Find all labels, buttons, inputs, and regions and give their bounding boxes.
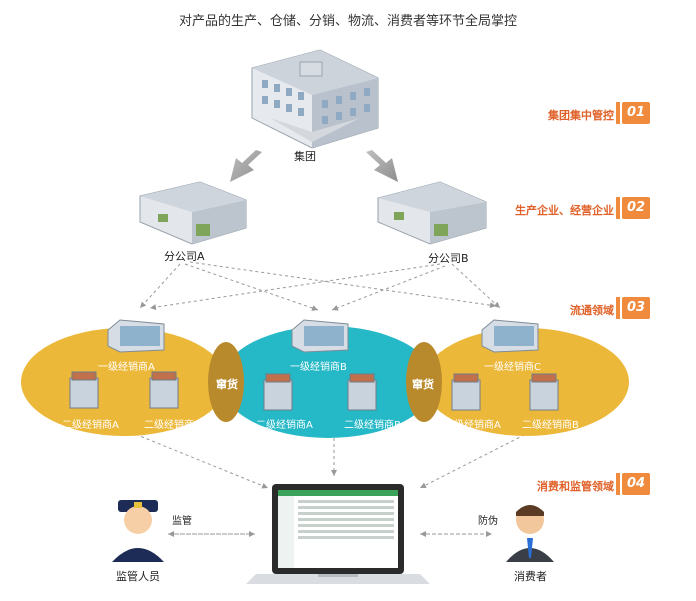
laptop-icon: [246, 484, 430, 584]
supervisor-label: 监管人员: [116, 570, 160, 583]
arrow-group-to-branch-a: [230, 150, 262, 182]
sub-dealer-b1-label: 二级经销商A: [256, 420, 313, 431]
overlap-right-shape: [406, 342, 442, 422]
branch-b-label: 分公司B: [428, 252, 469, 265]
stage-02-badge: 02: [616, 197, 650, 219]
overlap-right-label: 窜货: [412, 378, 434, 391]
sub-dealer-c1-icon: [451, 373, 481, 411]
sub-dealer-buildings: [69, 371, 559, 411]
stage-01-badge: 01: [616, 102, 650, 124]
dealer-c-label: 一级经销商C: [484, 362, 541, 373]
overlap-left-label: 窜货: [216, 378, 238, 391]
dealer-c-building-icon: [481, 319, 539, 353]
stage-02-label: 生产企业、经营企业: [515, 204, 614, 217]
stage-04-label: 消费和监管领域: [537, 480, 614, 493]
dealer-b-label: 一级经销商B: [290, 362, 347, 373]
dealer-a-region: [21, 328, 227, 436]
overlap-left-shape: [208, 342, 244, 422]
sub-dealer-b2-label: 二级经销商B: [344, 420, 401, 431]
stage-03-badge: 03: [616, 297, 650, 319]
sub-dealer-c2-icon: [529, 373, 559, 411]
sub-dealer-b1-icon: [263, 373, 293, 411]
sub-dealer-c1-label: 二级经销商A: [444, 420, 501, 431]
sub-dealer-c2-label: 二级经销商B: [522, 420, 579, 431]
dealer-b-building-icon: [291, 319, 349, 353]
arrow-group-to-branch-b: [366, 150, 398, 182]
sub-dealer-a1-label: 二级经销商A: [62, 420, 119, 431]
dealer-a-label: 一级经销商A: [98, 362, 155, 373]
edge-supervise-label: 监管: [172, 516, 192, 527]
consumer-label: 消费者: [514, 570, 547, 583]
sub-dealer-a2-icon: [149, 371, 179, 409]
stage-04-badge: 04: [616, 473, 650, 495]
branch-a-label: 分公司A: [164, 250, 205, 263]
consumer-icon: [506, 505, 554, 562]
branch-a-building-icon: [139, 181, 247, 245]
sub-dealer-b2-icon: [347, 373, 377, 411]
sub-dealer-a2-label: 二级经销商B: [144, 420, 201, 431]
supervisor-icon: [112, 500, 164, 562]
stage-03-label: 流通领域: [570, 304, 614, 317]
edge-anticounterfeit-label: 防伪: [478, 516, 498, 527]
stage-01-label: 集团集中管控: [548, 109, 614, 122]
page-title: 对产品的生产、仓储、分销、物流、消费者等环节全局掌控: [178, 14, 517, 29]
dealer-a-building-icon: [107, 319, 165, 353]
group-label: 集团: [294, 150, 316, 163]
sub-dealer-a1-icon: [69, 371, 99, 409]
branch-b-building-icon: [377, 181, 487, 245]
group-building-icon: [251, 49, 379, 149]
